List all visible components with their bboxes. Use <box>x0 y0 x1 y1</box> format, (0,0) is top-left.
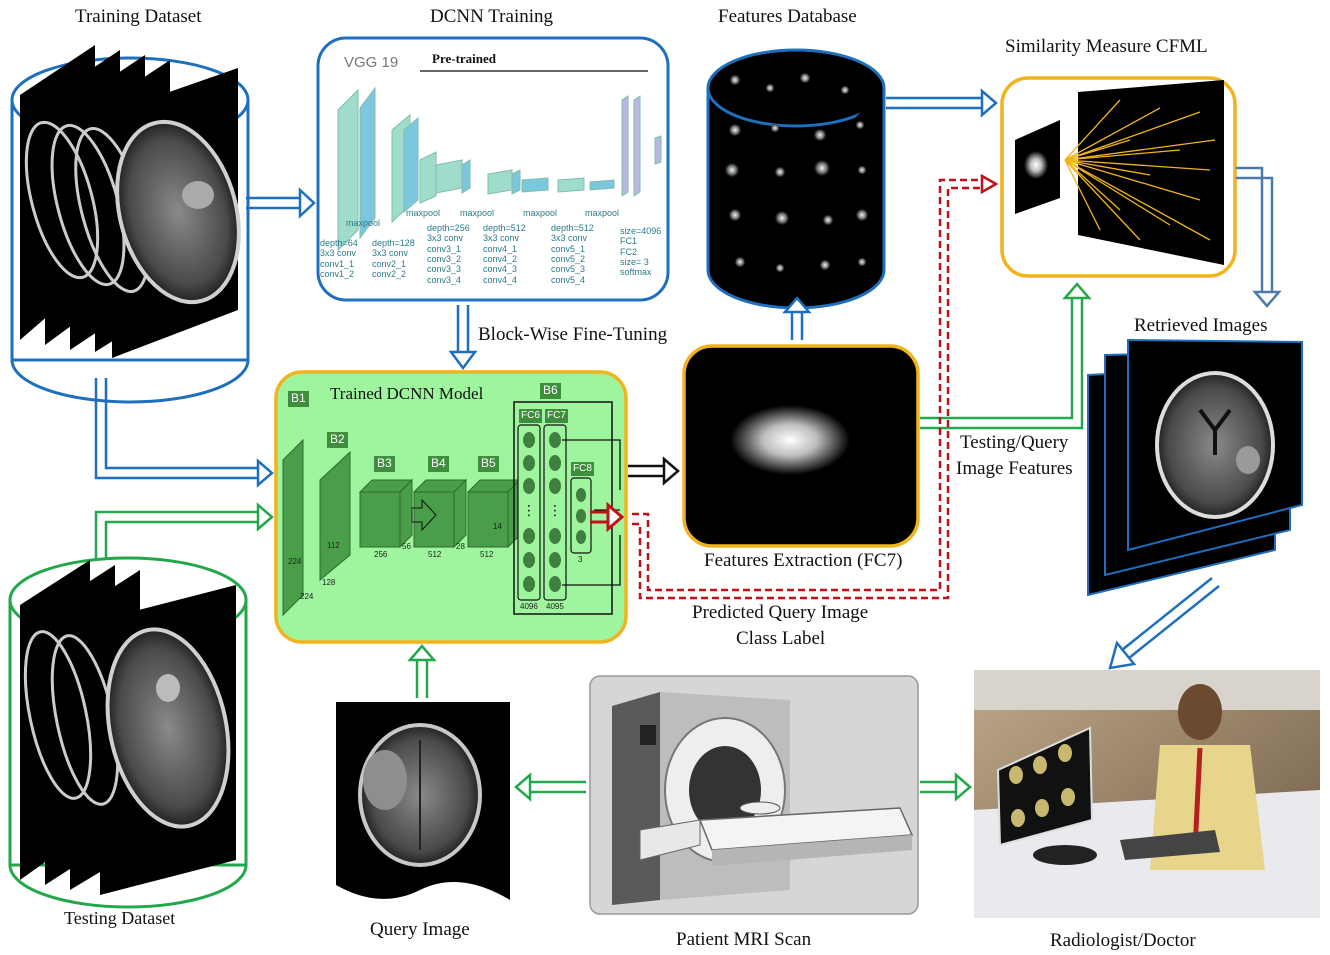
arrow-query-to-model <box>407 644 437 698</box>
model-fc7: FC7 <box>545 409 568 423</box>
testing-dataset-label: Testing Dataset <box>64 908 176 928</box>
arrow-database-to-similarity <box>886 88 998 118</box>
model-b5: B5 <box>478 456 499 472</box>
model-b6: B6 <box>540 383 561 399</box>
vgg-pretrained: Pre-trained <box>432 51 497 66</box>
block-wise-label: Block-Wise Fine-Tuning <box>478 324 668 345</box>
trained-model-label: Trained DCNN Model <box>330 384 484 403</box>
svg-text:⋮: ⋮ <box>522 502 536 518</box>
patient-mri-label: Patient MRI Scan <box>676 929 812 950</box>
predicted-label-1: Predicted Query Image <box>692 602 869 623</box>
vgg-col-4: depth=512 3x3 conv conv4_1 conv4_2 conv4… <box>483 223 526 285</box>
arrow-training-to-dcnn <box>246 187 316 219</box>
retrieved-images-label: Retrieved Images <box>1134 315 1268 336</box>
vgg-maxpool-5: maxpool <box>585 208 620 218</box>
features-extraction-box <box>682 344 920 548</box>
vgg-col-6: size=4096 FC1 FC2 size= 3 softmax <box>620 226 662 278</box>
predicted-label-2: Class Label <box>736 628 826 649</box>
neuron-circles <box>523 432 586 592</box>
vgg-maxpool-1: maxpool <box>346 218 381 228</box>
model-layer-blocks <box>282 438 522 617</box>
vgg-maxpool-3: maxpool <box>460 208 495 218</box>
model-fc8: FC8 <box>571 462 594 476</box>
testing-query-label-1: Testing/Query <box>960 432 1069 453</box>
testing-query-label-2: Image Features <box>956 458 1073 479</box>
arrow-fc7-to-similarity <box>920 282 1092 430</box>
features-extraction-label: Features Extraction (FC7) <box>704 550 903 571</box>
trained-dcnn-model-box: ⋮ ⋮ <box>274 370 628 644</box>
vgg-title: VGG 19 <box>344 54 399 71</box>
model-b4: B4 <box>428 456 449 472</box>
svg-text:⋮: ⋮ <box>548 502 562 518</box>
dcnn-training-label: DCNN Training <box>430 6 553 27</box>
testing-dataset-cylinder <box>8 556 248 909</box>
model-n224a: 224 <box>288 557 302 566</box>
model-n4096a: 4096 <box>520 602 538 611</box>
similarity-measure-label: Similarity Measure CFML <box>1005 36 1208 57</box>
monitor-brain-thumbnails <box>1009 744 1075 827</box>
arrow-predicted-class-label <box>632 178 982 600</box>
model-n512a: 512 <box>428 550 442 559</box>
model-fc6: FC6 <box>519 409 542 423</box>
features-database-label: Features Database <box>718 6 857 27</box>
arrow-mri-to-query <box>514 772 586 802</box>
similarity-rays <box>1064 99 1216 241</box>
training-dataset-cylinder <box>10 45 250 404</box>
feature-dots <box>724 72 869 273</box>
radiologist-label: Radiologist/Doctor <box>1050 930 1196 951</box>
retrieved-images-stack <box>1087 338 1303 597</box>
patient-mri-scan-image <box>589 675 919 915</box>
radiologist-photo <box>974 670 1320 918</box>
similarity-measure-box <box>1000 76 1237 278</box>
mri-slice-stack <box>20 45 241 358</box>
red-arrow-into-fc <box>590 501 625 533</box>
model-b1: B1 <box>288 391 309 407</box>
arrow-training-to-model <box>94 378 274 488</box>
query-image <box>336 702 510 900</box>
model-n512b: 512 <box>480 550 494 559</box>
model-n128: 128 <box>322 578 336 587</box>
arrow-retrieved-to-radiologist <box>1108 577 1220 670</box>
model-n56: 56 <box>402 542 411 551</box>
dcnn-training-box <box>316 36 670 302</box>
arrow-testing-to-model <box>94 502 274 558</box>
model-n3: 3 <box>578 555 583 564</box>
features-database-cylinder <box>706 48 886 310</box>
arrow-mri-to-radiologist <box>920 772 972 802</box>
model-n4096b: 4095 <box>546 602 564 611</box>
model-b2: B2 <box>327 432 348 448</box>
vgg-col-2: depth=128 3x3 conv conv2_1 conv2_2 <box>372 238 415 280</box>
model-n256: 256 <box>374 550 388 559</box>
arrow-similarity-to-retrieved <box>1236 166 1282 308</box>
vgg-col-5: depth=512 3x3 conv conv5_1 conv5_2 conv5… <box>551 223 594 285</box>
model-n14: 14 <box>493 522 502 531</box>
model-n112: 112 <box>327 541 340 550</box>
model-n28: 28 <box>456 542 465 551</box>
arrow-blockwise-finetuning <box>448 305 478 371</box>
model-b3: B3 <box>374 456 395 472</box>
query-image-label: Query Image <box>370 919 470 940</box>
arrow-model-to-features <box>628 456 680 486</box>
vgg-col-3: depth=256 3x3 conv conv3_1 conv3_2 conv3… <box>427 223 470 285</box>
model-n224b: 224 <box>300 592 314 601</box>
vgg-col-1: depth=64 3x3 conv conv1_1 conv1_2 <box>320 238 358 280</box>
arrow-fc7-to-database <box>782 296 812 340</box>
vgg-layer-blocks <box>337 86 662 252</box>
vgg-maxpool-2: maxpool <box>406 208 441 218</box>
red-arrowhead-similarity <box>980 173 999 195</box>
vgg-maxpool-4: maxpool <box>523 208 558 218</box>
training-dataset-label: Training Dataset <box>75 6 202 27</box>
